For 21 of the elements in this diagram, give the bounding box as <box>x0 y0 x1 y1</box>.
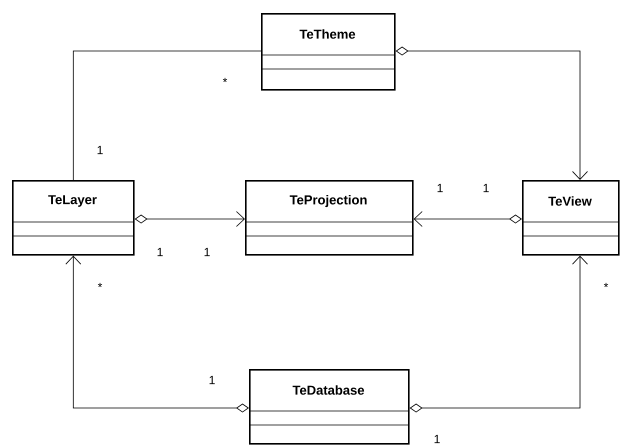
multiplicity-label: 1 <box>434 434 440 444</box>
aggregation-arrow <box>410 256 588 412</box>
class-box: TeDatabase <box>248 369 410 445</box>
aggregation-arrow <box>134 211 245 227</box>
aggregation-arrow <box>65 256 249 412</box>
aggregation-arrow <box>414 211 522 227</box>
multiplicity-label: 1 <box>158 248 163 256</box>
class-box: TeProjection <box>244 180 414 256</box>
multiplicity-label: 1 <box>210 376 215 384</box>
class-box: TeTheme <box>260 13 396 91</box>
multiplicity-label: 1 <box>98 146 103 154</box>
multiplicity-label: 1 <box>438 184 443 192</box>
multiplicity-label: * <box>98 282 102 288</box>
class-box: TeView <box>522 180 620 256</box>
aggregation-arrow <box>396 46 588 180</box>
multiplicity-label: * <box>222 78 228 82</box>
multiplicity-label: 1 <box>204 248 210 256</box>
association-line <box>72 50 262 180</box>
multiplicity-label: * <box>604 282 608 288</box>
class-box: TeLayer <box>12 180 135 256</box>
multiplicity-label: 1 <box>484 184 489 192</box>
